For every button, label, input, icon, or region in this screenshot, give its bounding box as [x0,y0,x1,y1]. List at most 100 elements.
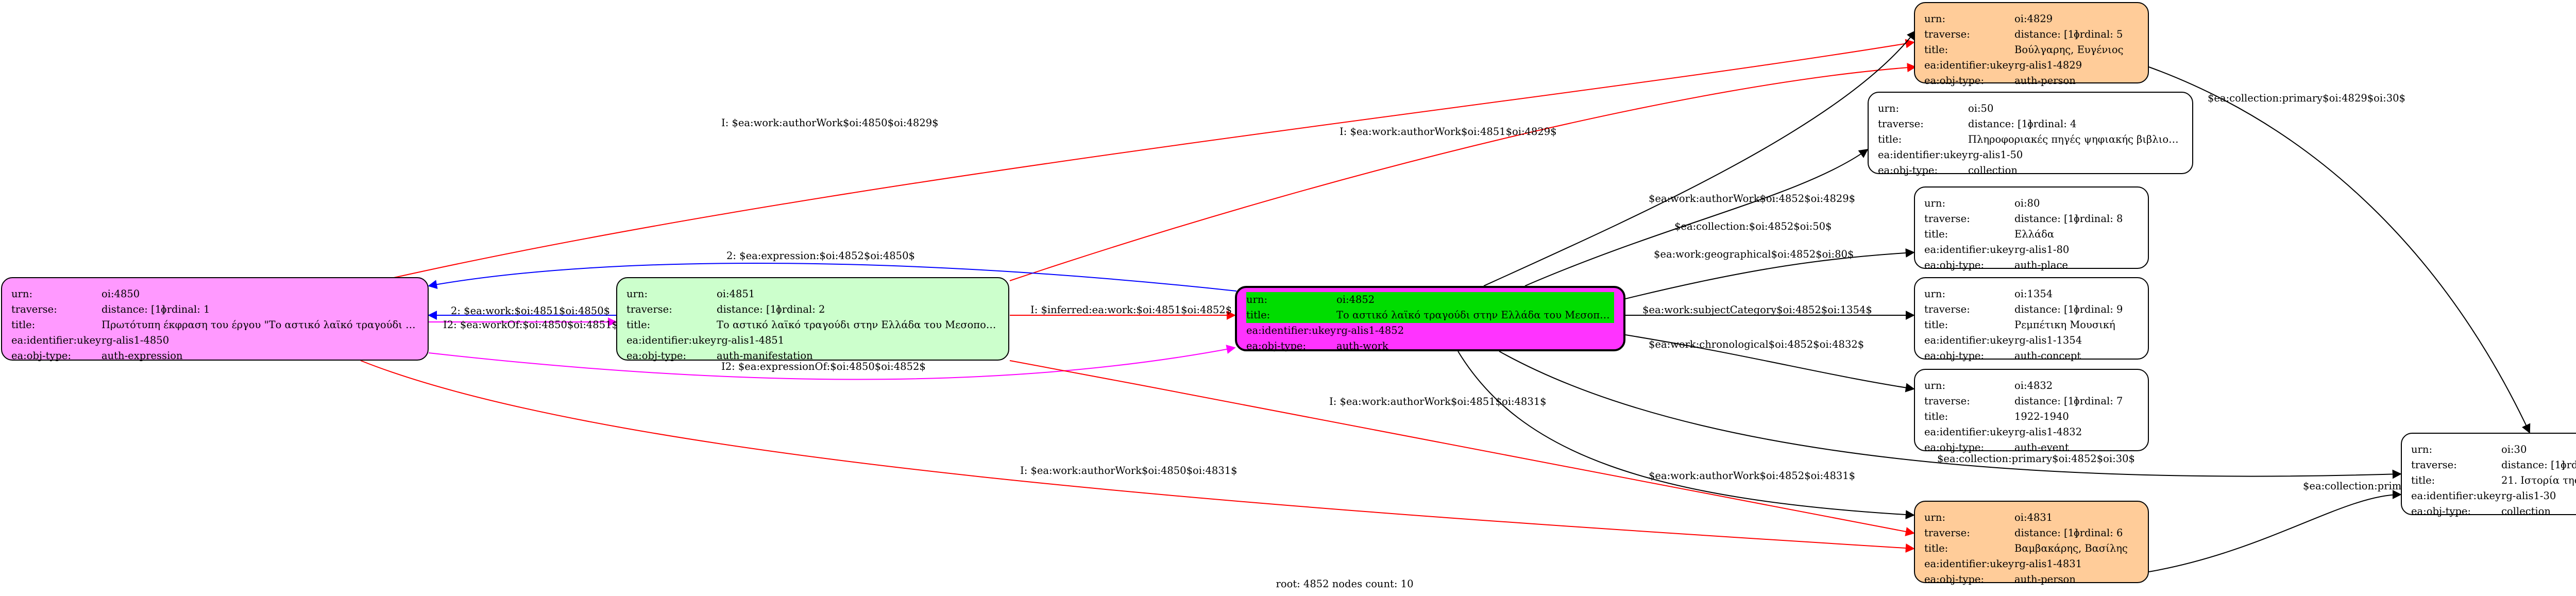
node-ordinal: ordinal: 1 [161,303,210,315]
node-distance: distance: [1] [2014,28,2078,40]
node-objtype: auth-work [1336,340,1388,352]
edge-label: I: $ea:work:authorWork$oi:4850$oi:4829$ [721,117,939,129]
node-urn: oi:4852 [1336,294,1375,305]
field-label: ea:obj-type: [1924,75,1985,87]
field-label: traverse: [1924,395,1970,407]
edge-label: I: $inferred:ea:work:$oi:4851$oi:4852$ [1030,304,1232,316]
edge-label: I2: $ea:workOf:$oi:4850$oi:4851$ [443,319,618,331]
urn-row: urn:oi:50 [1878,101,2183,116]
node-urn: oi:4831 [2014,512,2053,523]
node-distance: distance: [1] [2501,459,2565,471]
edge-n4852-n50 [1524,148,1869,286]
edge-label: 2: $ea:expression:$oi:4852$oi:4850$ [726,250,915,262]
field-label: title: [1924,542,1948,554]
node-auth-work[interactable]: urn:oi:4852traverse:title:Το αστικό λαϊκ… [1235,286,1625,354]
field-label: traverse: [626,303,672,315]
node-ordinal: ordinal: 7 [2074,395,2123,407]
node-ukey: rg-alis1-4829 [2014,59,2082,71]
urn-row: urn:oi:1354 [1924,286,2139,302]
objtype-row: ea:obj-type:auth-expression [11,348,418,364]
objtype-row: ea:obj-type:auth-work [1246,338,1614,354]
field-label: traverse: [2411,459,2457,471]
field-label: ea:identifier:ukey [1924,558,2014,570]
edge-label: $ea:work:authorWork$oi:4852$oi:4831$ [1649,470,1855,482]
edge-n4850-n4831 [360,360,1915,553]
field-label: ea:obj-type: [1878,164,1938,176]
edge-n4829-n30 [2148,66,2531,434]
objtype-row: ea:obj-type:auth-manifestation [626,348,999,364]
node-ordinal: ordinal: 5 [2074,28,2123,40]
node-objtype: auth-person [2014,75,2076,87]
urn-row: urn:oi:4831 [1924,510,2139,525]
node-traverse: distance: [1]ordinal: 1 [101,302,418,317]
field-label: title: [1924,228,1948,240]
field-label: ea:obj-type: [1924,441,1985,453]
field-label: urn: [11,288,33,300]
field-label: traverse: [1924,527,1970,539]
field-label: title: [2411,474,2435,486]
node-auth-person[interactable]: urn:oi:4831 traverse: distance: [1]ordinal… [1914,501,2149,585]
node-traverse: distance: [1]ordinal: 3 [2501,457,2576,473]
title-row: title:Πληροφοριακές πηγές ψηφιακής βιβλι… [1878,132,2183,147]
node-objtype: auth-expression [101,350,183,362]
field-label: title: [626,319,651,331]
field-label: title: [1924,411,1948,422]
edge-label: $ea:collection:primary$oi:4852$oi:30$ [1937,453,2135,465]
title-row: title:Βαμβακάρης, Βασίλης [1924,541,2139,556]
field-label: urn: [1924,288,1946,300]
field-label: ea:identifier:ukey [2411,490,2501,502]
edge-label: $ea:work:chronological$oi:4852$oi:4832$ [1649,338,1864,350]
title-row: title:Το αστικό λαϊκό τραγούδι στην Ελλά… [1246,308,1614,323]
traverse-row: traverse: distance: [1]ordinal: 3 [2411,457,2576,473]
urn-row: urn:oi:4829 [1924,11,2139,27]
edge-n4852-n4850 [428,262,1237,292]
node-urn: oi:4832 [2014,380,2053,391]
edge-label: $ea:work:authorWork$oi:4852$oi:4829$ [1649,193,1855,205]
node-ordinal: ordinal: 3 [2561,459,2576,471]
node-distance: distance: [1] [2014,395,2078,407]
urn-row: urn:oi:4832 [1924,378,2139,394]
urn-row: urn: oi:4852 [1246,292,1614,308]
node-distance: distance: [1] [101,303,165,315]
node-urn: oi:30 [2501,444,2527,455]
field-label: urn: [1924,197,1946,209]
node-ukey: rg-alis1-4831 [2014,558,2082,570]
node-title: Το αστικό λαϊκό τραγούδι στην Ελλάδα του… [717,319,999,331]
traverse-row: traverse:distance: [1]ordinal: 5 [1924,27,2139,42]
node-traverse: distance: [1]ordinal: 6 [2014,525,2139,541]
node-urn: oi:4851 [717,288,755,300]
edge-label: I: $ea:work:authorWork$oi:4851$oi:4831$ [1329,396,1547,407]
field-label: traverse: [1878,118,1924,130]
node-title: 1922-1940 [2014,411,2069,422]
node-title: Πληροφοριακές πηγές ψηφιακής βιβλιοθήκης [1968,133,2183,145]
node-title: Πρωτότυπη έκφραση του έργου "Το αστικό λ… [101,319,418,331]
node-objtype: collection [1968,164,2018,176]
field-label: ea:obj-type: [2411,505,2471,517]
node-ukey: rg-alis1-4851 [717,334,785,346]
node-title: Το αστικό λαϊκό τραγούδι στην Ελλάδα του… [1336,309,1614,321]
traverse-row: traverse:distance: [1]ordinal: 1 [11,302,418,317]
field-label: ea:obj-type: [1924,573,1985,585]
edge-label: $ea:collection:$oi:4852$oi:50$ [1674,220,1832,232]
node-ordinal: ordinal: 9 [2074,303,2123,315]
objtype-row: ea:obj-type: collection [1878,163,2183,178]
traverse-row: traverse: distance: [1]ordinal: 7 [1924,394,2139,409]
node-title: Ελλάδα [2014,228,2055,240]
edge-label: $ea:work:geographical$oi:4852$oi:80$ [1654,248,1854,260]
field-label: urn: [1246,294,1268,305]
node-ukey: rg-alis1-50 [1968,149,2023,161]
title-row: title:Ρεμπέτικη Μουσική [1924,317,2139,333]
